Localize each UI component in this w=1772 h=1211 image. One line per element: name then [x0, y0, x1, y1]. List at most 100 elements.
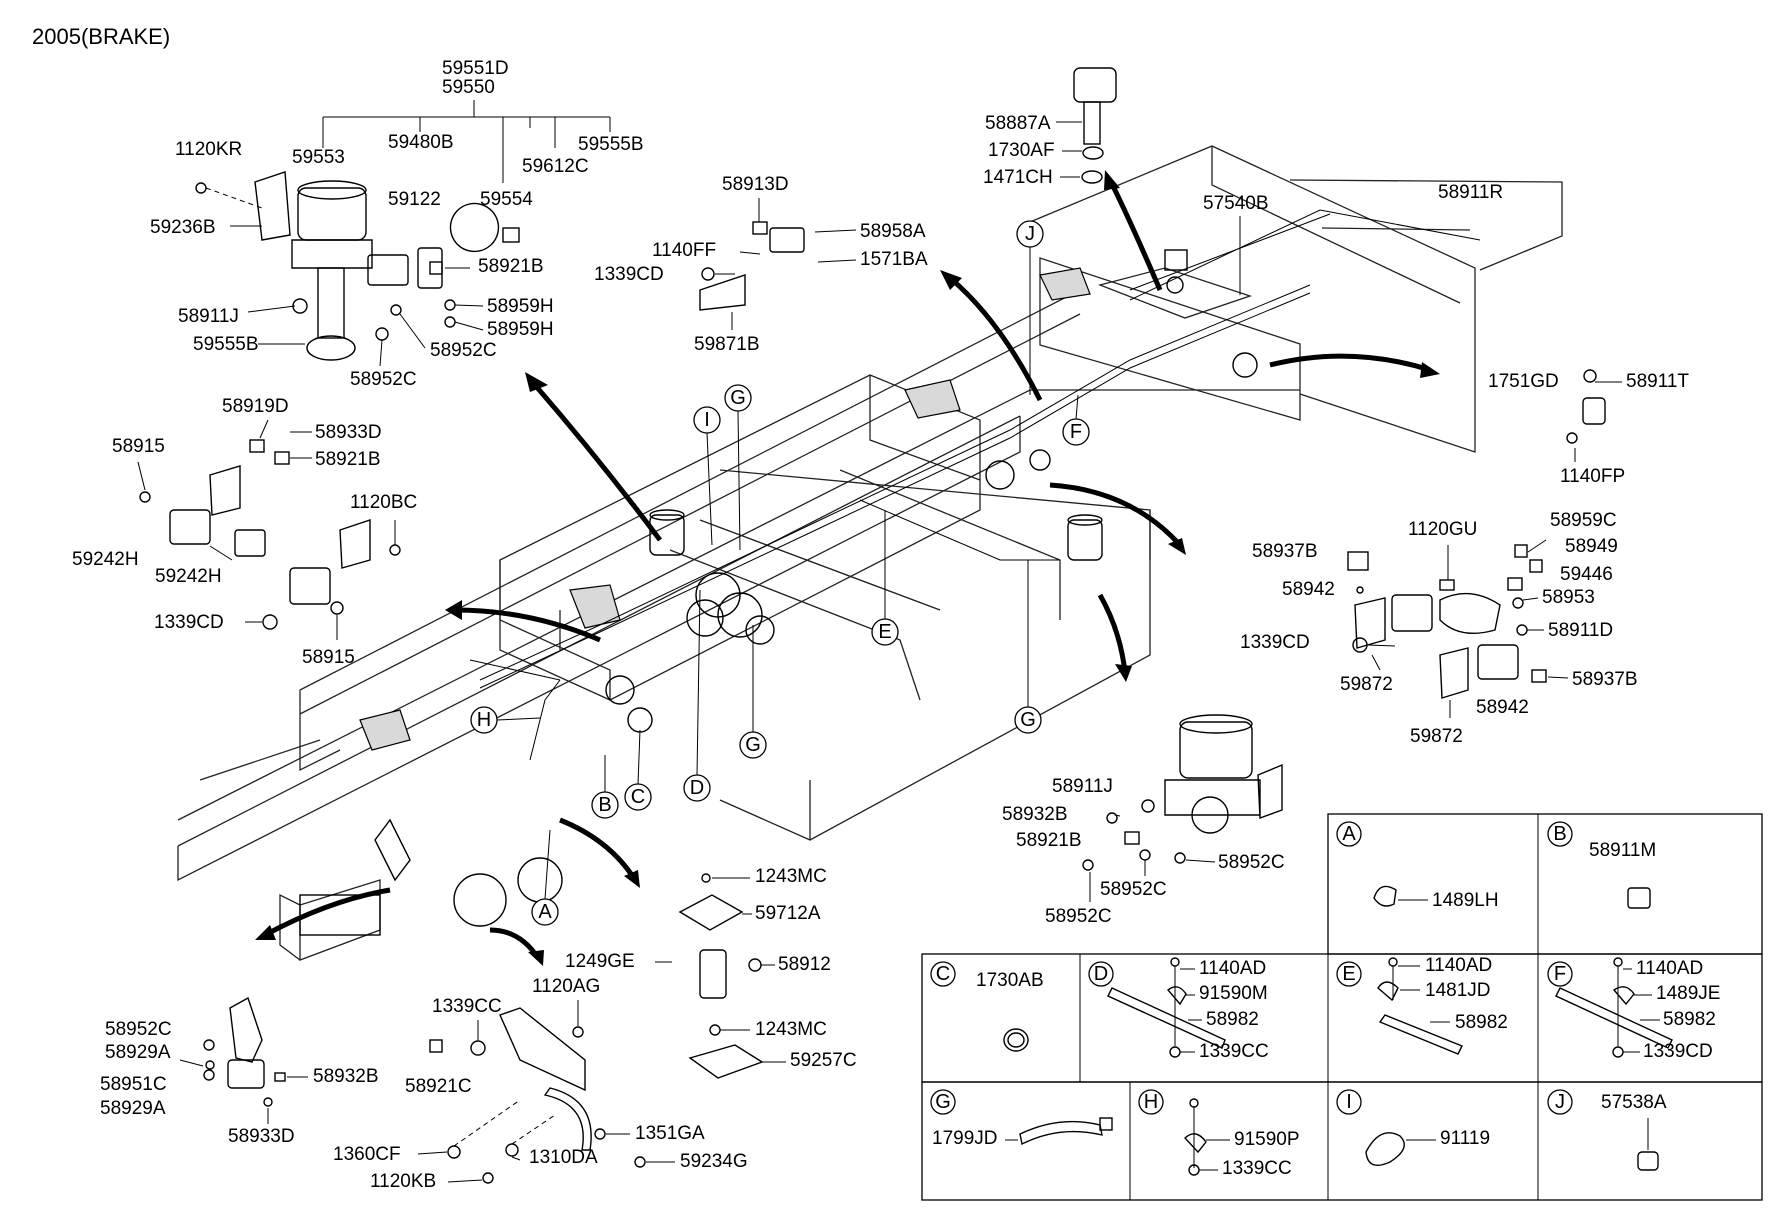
label-58913d: 58913D — [722, 174, 789, 195]
svg-text:F: F — [1554, 963, 1566, 985]
label-1751gd: 1751GD — [1488, 371, 1559, 392]
svg-text:J: J — [1555, 1091, 1565, 1113]
label-57540b: 57540B — [1203, 193, 1269, 214]
label-1120kb: 1120KB — [370, 1171, 436, 1192]
callout-f: F — [1062, 418, 1090, 446]
table-cell-b-callout: B — [1547, 821, 1573, 847]
svg-text:H: H — [1144, 1091, 1158, 1113]
svg-text:I: I — [1346, 1091, 1352, 1113]
label-58921b-top: 58921B — [478, 256, 544, 277]
table-i-part-91119: 91119 — [1440, 1128, 1490, 1149]
table-cell-i-callout: I — [1336, 1089, 1362, 1115]
label-58958a: 58958A — [860, 221, 926, 242]
label-58933d-bottom: 58933D — [228, 1126, 295, 1147]
label-58919d: 58919D — [222, 396, 289, 417]
table-cell-a-callout: A — [1336, 821, 1362, 847]
label-1140ff: 1140FF — [652, 240, 716, 261]
label-58929a-1: 58929A — [105, 1042, 171, 1063]
label-58932b-bottom: 58932B — [313, 1066, 379, 1087]
label-58921b-lower: 58921B — [1016, 830, 1082, 851]
chassis-callouts: J F G I E G G D H B C A — [470, 220, 1090, 926]
label-1339cd-mid: 1339CD — [154, 612, 224, 633]
table-cell-e-callout: E — [1336, 961, 1362, 987]
svg-text:B: B — [1553, 823, 1566, 845]
svg-text:H: H — [477, 709, 491, 731]
callout-g-top: G — [724, 384, 752, 412]
table-h-part-91590p: 91590P — [1234, 1129, 1300, 1150]
table-cell-h-callout: H — [1138, 1089, 1164, 1115]
callout-j: J — [1016, 220, 1044, 248]
label-58953: 58953 — [1542, 587, 1595, 608]
table-f-part-58982: 58982 — [1663, 1009, 1716, 1030]
label-1471ch: 1471CH — [983, 167, 1053, 188]
svg-text:C: C — [936, 963, 950, 985]
table-e-part-1140ad: 1140AD — [1425, 955, 1492, 976]
svg-text:D: D — [1094, 963, 1108, 985]
label-58912: 58912 — [778, 954, 831, 975]
label-58942-bottom: 58942 — [1476, 697, 1529, 718]
label-58952c-top-2: 58952C — [350, 369, 417, 390]
label-58911d: 58911D — [1548, 620, 1613, 641]
label-58929a-2: 58929A — [100, 1098, 166, 1119]
label-58932b-lower: 58932B — [1002, 804, 1068, 825]
table-f-part-1489je: 1489JE — [1656, 983, 1720, 1004]
label-1120ag: 1120AG — [532, 976, 600, 997]
table-c-part-1730ab: 1730AB — [976, 970, 1044, 991]
table-d-part-58982: 58982 — [1206, 1009, 1259, 1030]
label-1339cd-right: 1339CD — [1240, 632, 1310, 653]
label-58915-bottom: 58915 — [302, 647, 355, 668]
label-1310da: 1310DA — [529, 1147, 598, 1168]
label-1339cd-top: 1339CD — [594, 264, 664, 285]
label-58952c-top-1: 58952C — [430, 340, 497, 361]
chassis-components — [299, 249, 1258, 936]
label-59242h-1: 59242H — [72, 549, 139, 570]
label-58937b-bottom: 58937B — [1572, 669, 1638, 690]
label-59612c: 59612C — [522, 156, 589, 177]
label-59551d: 59551D — [442, 58, 509, 79]
diagram-title: 2005(BRAKE) — [32, 24, 170, 49]
callout-d: D — [683, 774, 711, 802]
table-f-part-1339cd: 1339CD — [1643, 1041, 1713, 1062]
svg-text:G: G — [730, 387, 746, 409]
label-1351ga: 1351GA — [635, 1123, 705, 1144]
callout-a: A — [531, 898, 559, 926]
svg-text:E: E — [1342, 963, 1355, 985]
table-cell-j-callout: J — [1547, 1089, 1573, 1115]
label-58949: 58949 — [1565, 536, 1618, 557]
svg-text:A: A — [1342, 823, 1356, 845]
svg-text:F: F — [1070, 421, 1082, 443]
label-59555b-bottom: 59555B — [193, 334, 259, 355]
pointer-arrows — [255, 170, 1440, 966]
label-59122: 59122 — [388, 189, 441, 210]
label-59872-bottom: 59872 — [1410, 726, 1463, 747]
callout-g-right: G — [1014, 706, 1042, 734]
label-59550: 59550 — [442, 77, 495, 98]
label-58915-top: 58915 — [112, 436, 165, 457]
callout-h: H — [470, 706, 498, 734]
label-59242h-2: 59242H — [155, 566, 222, 587]
callout-b: B — [591, 791, 619, 819]
label-58952c-bottom: 58952C — [105, 1019, 172, 1040]
table-cell-g-callout: G — [930, 1089, 956, 1115]
table-b-part-58911m: 58911M — [1589, 840, 1656, 861]
label-59446: 59446 — [1560, 564, 1613, 585]
label-58952c-lower-1: 58952C — [1218, 852, 1285, 873]
label-59480b: 59480B — [388, 132, 454, 153]
label-58911t: 58911T — [1626, 371, 1689, 392]
table-cell-d-callout: D — [1088, 961, 1114, 987]
label-1243mc-bottom: 1243MC — [755, 1019, 827, 1040]
label-1249ge: 1249GE — [565, 951, 635, 972]
valve-bracket-group: 58913D 58958A 1140FF 1339CD 1571BA 59871… — [594, 174, 928, 355]
pedal-group: 58952C 58929A 58951C 58929A 58932B 58933… — [100, 976, 748, 1192]
label-59554: 59554 — [480, 189, 533, 210]
table-f-part-1140ad: 1140AD — [1636, 958, 1703, 979]
table-d-part-1140ad: 1140AD — [1199, 958, 1266, 979]
label-58937b-top: 58937B — [1252, 541, 1318, 562]
table-h-part-1339cc: 1339CC — [1222, 1158, 1292, 1179]
svg-text:E: E — [878, 621, 891, 643]
table-g-part-1799jd: 1799JD — [932, 1128, 998, 1149]
right-valve-group: 58937B 1120GU 58959C 58949 59446 58942 5… — [1240, 510, 1638, 747]
svg-text:J: J — [1025, 223, 1035, 245]
detail-table: A 1489LH B 58911M C 1730AB D 1140AD 9159… — [921, 813, 1763, 1201]
label-58952c-lower-2: 58952C — [1100, 879, 1167, 900]
